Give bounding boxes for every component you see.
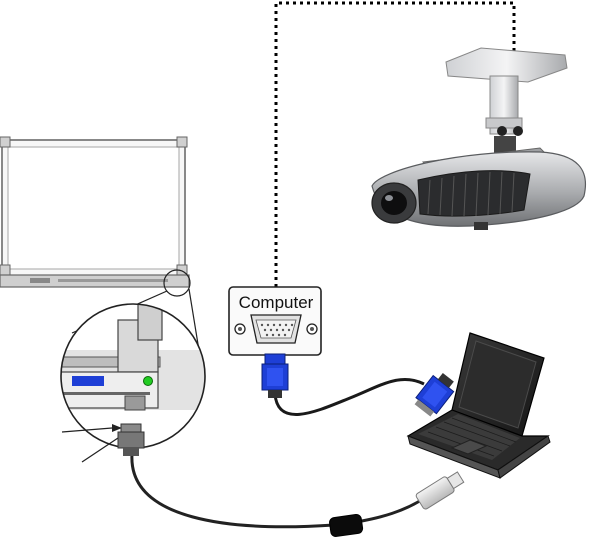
wall-plate-label: Computer — [239, 293, 314, 312]
vga-cable — [273, 377, 425, 416]
ceiling-projector-icon — [371, 47, 586, 230]
laptop-icon — [406, 332, 551, 479]
usb-connector-icon — [117, 423, 145, 456]
usb-cable — [130, 453, 434, 529]
indicator-light — [143, 376, 153, 386]
ferrite-bead — [329, 514, 364, 537]
usb-plug-icon — [415, 471, 465, 510]
tray-corner-marker — [163, 269, 191, 297]
ceiling-cable — [274, 1, 516, 287]
vga-connector-icon — [414, 372, 455, 417]
vga-connector-icon — [261, 353, 289, 398]
magnifier-callout-icon — [60, 303, 206, 449]
interactive-whiteboard-icon — [0, 136, 190, 288]
